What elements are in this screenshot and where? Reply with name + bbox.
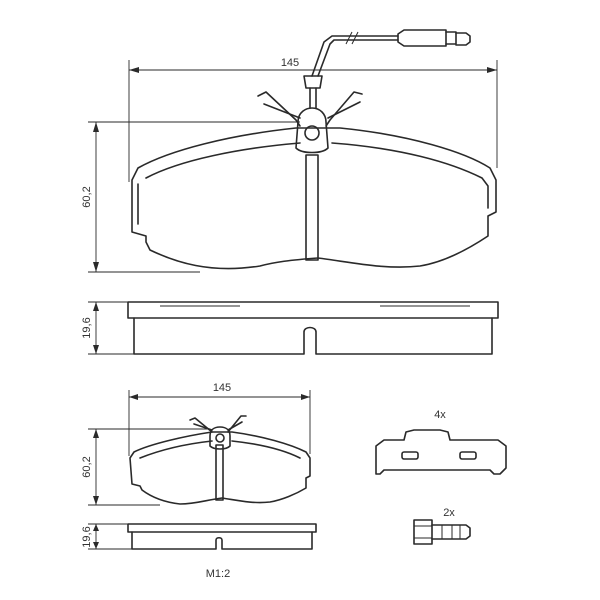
wear-sensor-cable xyxy=(303,29,471,109)
large-pad-side-view xyxy=(127,301,499,355)
small-pad-thickness-dimension xyxy=(88,523,132,550)
large-pad-inner-line xyxy=(137,142,489,225)
small-pad-side-view xyxy=(127,523,317,550)
large-pad-outline xyxy=(131,127,497,270)
small-pad-thickness-label: 19,6 xyxy=(81,526,93,547)
large-pad-height-label: 60,2 xyxy=(81,186,93,207)
small-pad-front-view xyxy=(129,415,311,505)
large-pad-front-view xyxy=(131,29,497,270)
bolt-drawing xyxy=(413,519,471,545)
large-pad-thickness-label: 19,6 xyxy=(81,317,93,338)
small-pad-width-label: 145 xyxy=(213,382,231,394)
clip-plate-drawing xyxy=(375,429,507,475)
large-pad-width-dimension xyxy=(128,60,498,182)
large-pad-wear-slot xyxy=(305,154,319,261)
small-pad-width-dimension xyxy=(128,390,311,456)
small-pad-height-label: 60,2 xyxy=(81,456,93,477)
large-pad-thickness-dimension xyxy=(88,301,134,355)
small-pad-inner-line xyxy=(139,440,301,459)
small-pad-height-dimension xyxy=(88,428,210,506)
bolt-quantity-label: 2x xyxy=(443,507,455,519)
scale-label: M1:2 xyxy=(206,568,230,580)
small-pad-sensor-hole xyxy=(215,433,225,443)
large-pad-sensor-eye xyxy=(295,107,329,154)
clip-quantity-label: 4x xyxy=(434,409,446,421)
small-pad-spring-clip xyxy=(189,415,247,433)
small-pad-wear-slot xyxy=(215,444,224,501)
large-pad-width-label: 145 xyxy=(281,57,299,69)
large-pad-sensor-hole xyxy=(304,125,320,141)
large-pad-height-dimension xyxy=(88,121,300,273)
